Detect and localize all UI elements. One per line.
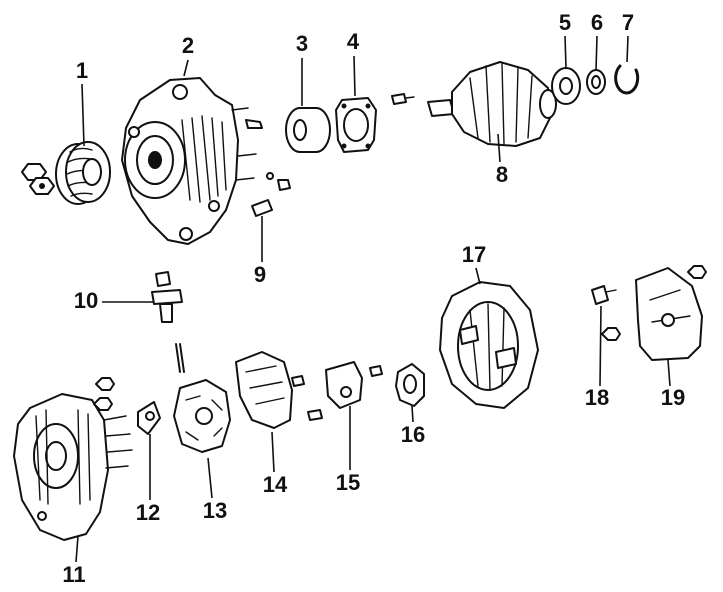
leader-line-6 (595, 35, 598, 71)
part-label-13: 13 (203, 498, 227, 523)
leader-lines (75, 35, 671, 563)
part-label-10: 10 (74, 288, 98, 313)
part-label-1: 1 (76, 58, 88, 83)
part-label-17: 17 (462, 242, 486, 267)
terminal-insulator-illustration (251, 199, 273, 217)
rear-cover-plate-illustration (635, 265, 707, 361)
pulley-illustration (55, 141, 111, 205)
part-label-11: 11 (62, 562, 85, 587)
pulley-nut-illustration (21, 163, 55, 195)
part-label-14: 14 (263, 472, 288, 497)
bearing-cover-illustration (586, 69, 606, 95)
leader-line-13 (207, 457, 213, 499)
part-label-12: 12 (136, 500, 160, 525)
leader-line-19 (667, 359, 671, 387)
bearing-illustration (285, 107, 331, 153)
seal-illustration (395, 363, 425, 407)
drive-end-frame-illustration (121, 77, 291, 245)
rotor-illustration (427, 61, 557, 147)
leader-line-7 (626, 35, 629, 63)
insulator-illustration (137, 401, 161, 435)
part-label-5: 5 (559, 10, 571, 35)
part-label-8: 8 (496, 162, 508, 187)
part-label-19: 19 (661, 385, 685, 410)
leader-line-2 (183, 59, 189, 77)
part-label-6: 6 (591, 10, 603, 35)
regulator-illustration (235, 351, 323, 429)
part-label-18: 18 (585, 385, 609, 410)
part-label-2: 2 (182, 33, 194, 58)
part-label-9: 9 (254, 262, 266, 287)
part-label-3: 3 (296, 31, 308, 56)
part-label-15: 15 (336, 470, 360, 495)
leader-line-16 (411, 405, 414, 423)
rectifier-end-frame-illustration (13, 377, 133, 541)
rectifier-holder-illustration (173, 343, 231, 453)
leader-line-8 (497, 133, 501, 163)
leader-line-5 (564, 35, 567, 69)
terminal-bolt-illustration (591, 285, 621, 341)
leader-line-18 (599, 305, 602, 387)
retainer-plate-illustration (335, 97, 377, 153)
rear-end-cover-illustration (439, 281, 539, 409)
part-label-16: 16 (401, 422, 425, 447)
brush-holder-illustration (325, 361, 383, 409)
leader-line-14 (271, 431, 275, 473)
snap-ring-illustration (614, 64, 640, 95)
part-label-7: 7 (622, 10, 634, 35)
terminal-illustration (151, 271, 183, 323)
leader-line-17 (475, 267, 481, 285)
rear-bearing-illustration (551, 67, 581, 105)
screw-illustration (391, 93, 415, 105)
part-number-labels: 1 2 3 4 5 6 7 8 9 10 11 12 13 14 15 16 1… (62, 10, 685, 587)
leader-line-4 (353, 55, 356, 97)
leader-line-1 (81, 83, 85, 147)
leader-line-11 (75, 535, 79, 563)
part-label-4: 4 (347, 29, 360, 54)
